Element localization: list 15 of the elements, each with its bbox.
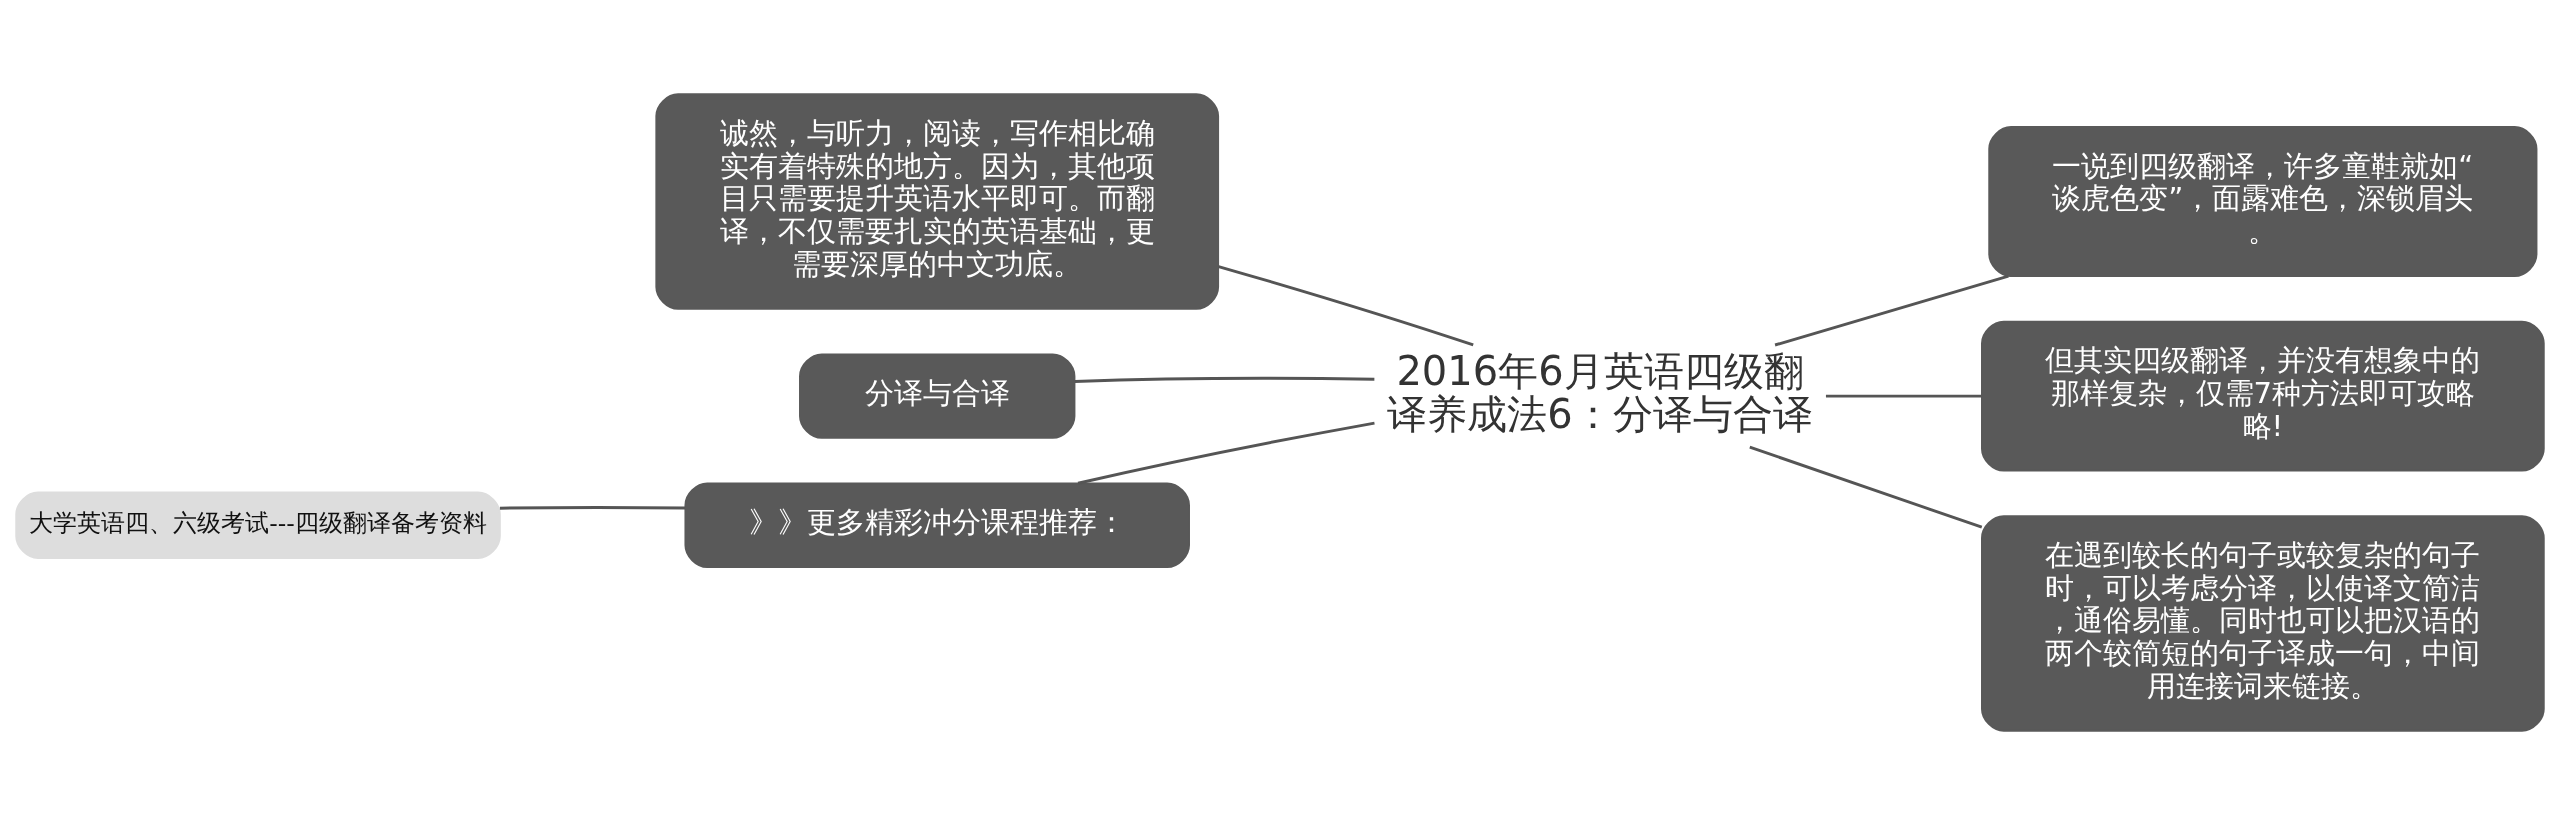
connector — [1074, 376, 1375, 383]
connector — [1749, 445, 1983, 529]
connector — [1825, 394, 1982, 398]
node-box: 》》更多精彩冲分课程推荐： — [684, 482, 1190, 568]
node-text: 2016年6月英语四级翻译养成法6：分译与合译 — [1387, 347, 1813, 438]
connector — [1218, 265, 1474, 347]
connector — [1774, 274, 2009, 347]
node-box: 一说到四级翻译，许多童鞋就如“谈虎色变”，面露难色，深锁眉头。 — [1988, 126, 2538, 278]
node-box: 分译与合译 — [799, 353, 1076, 439]
connector — [1077, 421, 1375, 485]
node-box: 但其实四级翻译，并没有想象中的那样复杂，仅需7种方法即可攻略略! — [1981, 320, 2545, 472]
node-box: 在遇到较长的句子或较复杂的句子时，可以考虑分译，以使译文简洁，通俗易懂。同时也可以把汉语的两个较简短的句子译成一句，中间用连接词来链接。 — [1981, 515, 2545, 732]
connector — [499, 506, 686, 510]
node-box: 诚然，与听力，阅读，写作相比确实有着特殊的地方。因为，其他项目只需要提升英语水平即可。而翻译，不仅需要扎实的英语基础，更需要深厚的中文功底。 — [655, 93, 1220, 310]
node-box: 大学英语四、六级考试---四级翻译备考资料 — [15, 491, 501, 559]
